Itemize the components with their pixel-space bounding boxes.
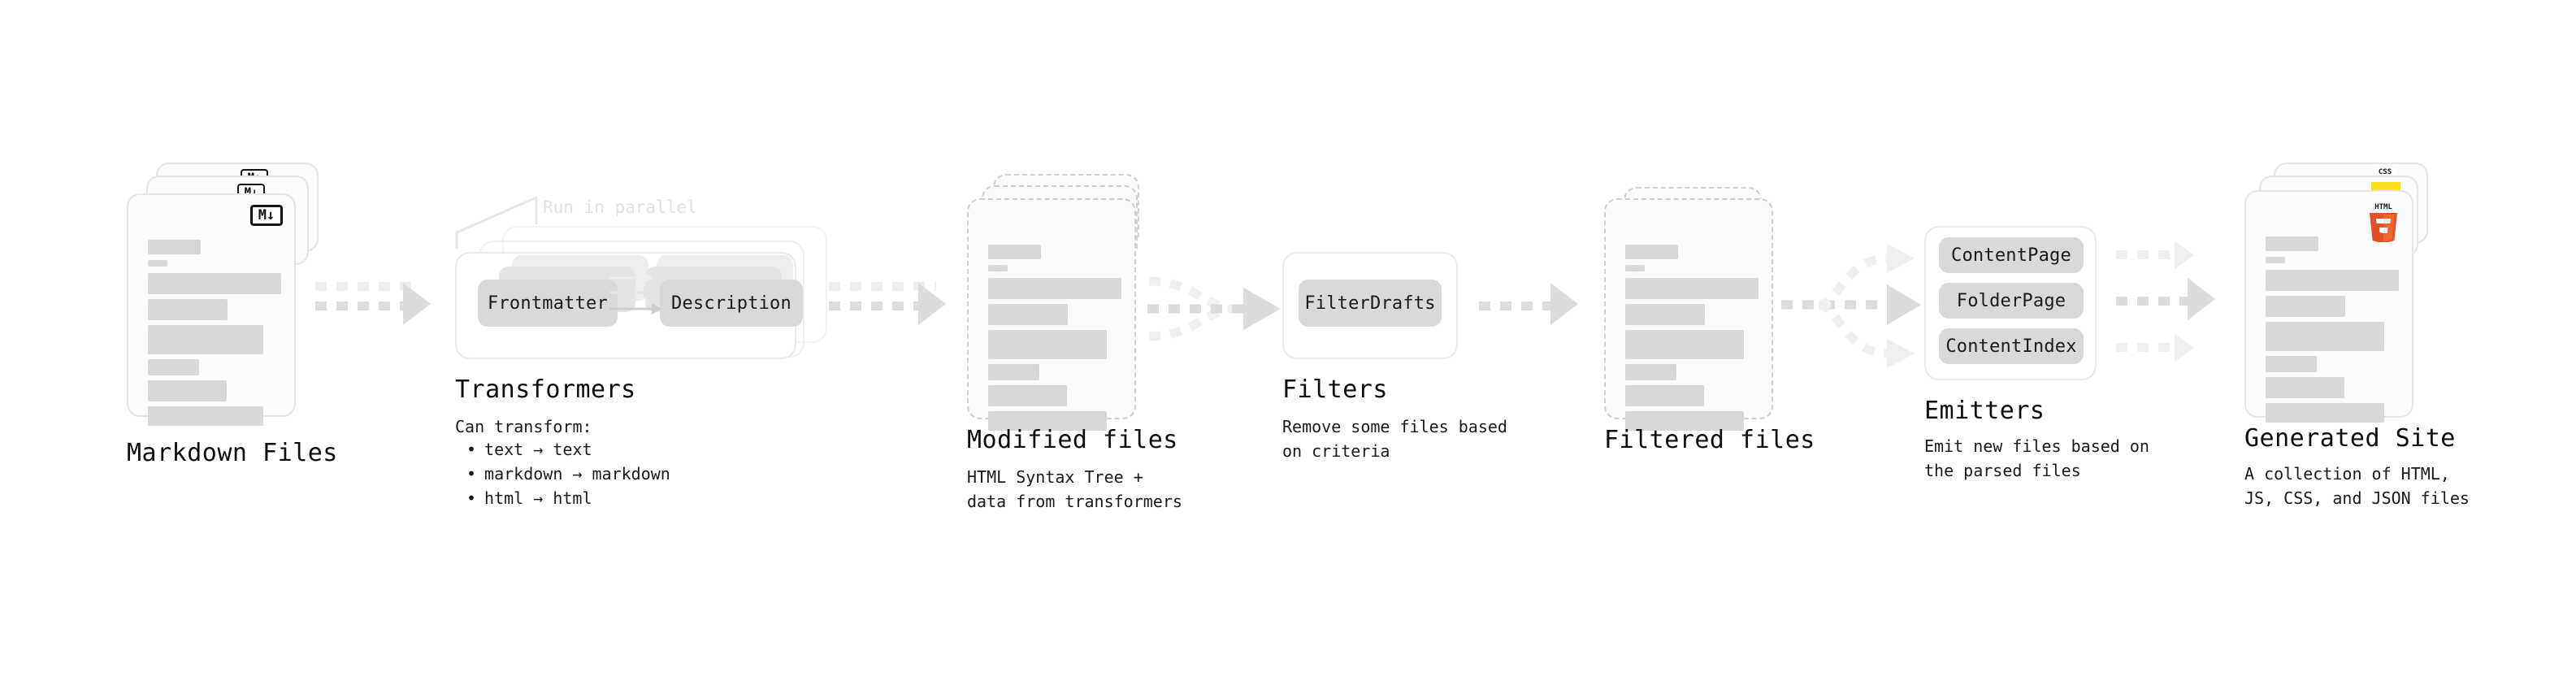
transformers-bullets: text → text markdown → markdown html → h… bbox=[455, 437, 670, 510]
modified-files-title: Modified files bbox=[967, 426, 1178, 454]
skeleton-line bbox=[2266, 403, 2384, 423]
skeleton-line bbox=[1625, 278, 1759, 299]
transformer-inner-arrows bbox=[609, 268, 707, 333]
generated-site-subtitle: A collection of HTML, JS, CSS, and JSON … bbox=[2244, 464, 2470, 508]
skeleton-line bbox=[1625, 385, 1704, 406]
markdown-files-title: Markdown Files bbox=[127, 439, 338, 467]
skeleton-line bbox=[1625, 411, 1744, 431]
skeleton-line bbox=[148, 325, 263, 354]
filter-filterdrafts[interactable]: FilterDrafts bbox=[1299, 280, 1442, 327]
skeleton-line bbox=[1625, 265, 1645, 271]
skeleton-line bbox=[148, 380, 227, 401]
markdown-card-front: M↓ bbox=[127, 193, 296, 426]
html5-badge: HTML bbox=[2366, 200, 2400, 244]
svg-text:HTML: HTML bbox=[2374, 203, 2392, 211]
skeleton-line bbox=[2266, 296, 2345, 317]
skeleton-line bbox=[1625, 330, 1744, 359]
modified-card-front bbox=[967, 198, 1136, 431]
emitters-subtitle: Emit new files based on the parsed files bbox=[1924, 436, 2149, 480]
skeleton-line bbox=[988, 245, 1041, 259]
skeleton-line bbox=[988, 385, 1067, 406]
site-card-front: HTML bbox=[2244, 190, 2413, 423]
skeleton-line bbox=[1625, 304, 1705, 325]
filters-subtitle: Remove some files based on criteria bbox=[1282, 417, 1507, 461]
skeleton-line bbox=[988, 411, 1107, 431]
transformers-bullet: text → text bbox=[455, 437, 670, 462]
emitter-contentindex[interactable]: ContentIndex bbox=[1939, 328, 2084, 364]
skeleton-line bbox=[988, 364, 1039, 380]
skeleton-line bbox=[988, 330, 1107, 359]
skeleton-line bbox=[988, 278, 1121, 299]
skeleton-line bbox=[148, 260, 167, 267]
generated-site-title: Generated Site bbox=[2244, 424, 2456, 453]
skeleton-line bbox=[988, 265, 1008, 271]
skeleton-line bbox=[2266, 356, 2317, 372]
skeleton-line bbox=[1625, 245, 1678, 259]
skeleton-line bbox=[148, 359, 199, 375]
skeleton-line bbox=[148, 406, 263, 426]
skeleton-line bbox=[2266, 257, 2285, 263]
emitter-folderpage[interactable]: FolderPage bbox=[1939, 283, 2084, 319]
transformers-bullet: markdown → markdown bbox=[455, 462, 670, 486]
transformers-bullet: html → html bbox=[455, 486, 670, 510]
run-in-parallel-label: Run in parallel bbox=[543, 197, 697, 217]
filters-title: Filters bbox=[1282, 375, 1388, 404]
skeleton-line bbox=[2266, 322, 2384, 351]
transformer-description[interactable]: Description bbox=[660, 280, 803, 327]
skeleton-line bbox=[1625, 364, 1676, 380]
run-in-parallel-bracket bbox=[455, 193, 618, 254]
emitter-contentpage[interactable]: ContentPage bbox=[1939, 237, 2084, 273]
skeleton-line bbox=[2266, 377, 2344, 398]
filtered-files-title: Filtered files bbox=[1604, 426, 1815, 454]
transformers-title: Transformers bbox=[455, 375, 636, 404]
skeleton-line bbox=[2266, 236, 2318, 251]
emitters-title: Emitters bbox=[1924, 397, 2045, 425]
transformer-frontmatter[interactable]: Frontmatter bbox=[478, 280, 618, 327]
markdown-badge: M↓ bbox=[250, 205, 283, 226]
filtered-card-front bbox=[1604, 198, 1773, 431]
modified-files-subtitle: HTML Syntax Tree + data from transformer… bbox=[967, 467, 1182, 511]
skeleton-line bbox=[148, 299, 228, 320]
skeleton-line bbox=[148, 273, 281, 294]
transformers-subtitle: Can transform: bbox=[455, 417, 592, 436]
skeleton-line bbox=[988, 304, 1068, 325]
skeleton-line bbox=[148, 240, 201, 254]
skeleton-line bbox=[2266, 270, 2399, 291]
